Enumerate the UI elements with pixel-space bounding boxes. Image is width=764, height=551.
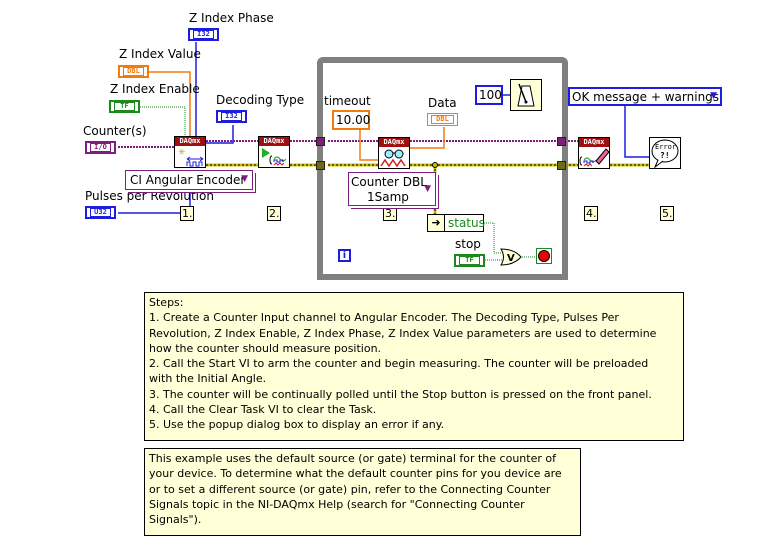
step-1-label: 1. [180, 206, 194, 221]
dropdown-arrow-icon: ▼ [241, 174, 248, 184]
wire-z-index-enable [140, 106, 186, 140]
stop-sign-icon [538, 250, 550, 262]
read-glasses-icon [380, 149, 406, 168]
svg-text:?!: ?! [660, 151, 670, 160]
svg-text:V: V [507, 253, 515, 264]
wire-decoding-type [204, 125, 234, 144]
simple-error-handler-vi[interactable]: Error ?! [649, 137, 681, 169]
create-channel-icon: ✳ [178, 148, 204, 167]
step-2-label: 2. [267, 206, 281, 221]
error-tunnel-out [557, 161, 566, 170]
wire-data [410, 127, 445, 149]
z-index-phase-control[interactable]: I32 [188, 28, 219, 41]
stop-control[interactable]: TF [454, 254, 485, 267]
z-index-enable-control[interactable]: TF [109, 100, 140, 113]
error-bubble-icon: Error ?! [651, 139, 679, 169]
start-task-icon [262, 148, 287, 166]
wait-ms-vi[interactable] [510, 79, 542, 111]
svg-text:Error: Error [655, 143, 676, 151]
daqmx-create-channel-vi[interactable]: DAQmx ✳ [174, 136, 206, 168]
stop-label: stop [455, 237, 481, 251]
decoding-type-label: Decoding Type [216, 93, 305, 107]
z-index-value-control[interactable]: DBL [118, 65, 149, 78]
data-label: Data [428, 96, 457, 110]
read-mode-selector[interactable]: Counter DBL 1Samp ▼ [348, 172, 436, 206]
z-index-enable-label: Z Index Enable [110, 82, 200, 96]
eraser-icon [579, 148, 610, 167]
step-5-label: 5. [660, 206, 674, 221]
daqmx-clear-task-vi[interactable]: DAQmx [578, 137, 610, 169]
daqmx-read-vi[interactable]: DAQmx [378, 137, 410, 169]
wait-ms-constant[interactable]: 100 [475, 85, 503, 105]
counters-control[interactable]: I/O [85, 141, 116, 154]
arrow-right-icon: ➜ [428, 215, 445, 231]
pulses-control[interactable]: U32 [85, 206, 116, 219]
decoding-type-control[interactable]: I32 [216, 110, 247, 123]
timeout-label: timeout [324, 94, 371, 108]
error-tunnel-in [316, 161, 325, 170]
note-comment: This example uses the default source (or… [144, 448, 581, 536]
svg-text:✳: ✳ [178, 148, 186, 158]
step-3-label: 3. [383, 206, 397, 221]
z-index-phase-label: Z Index Phase [189, 11, 274, 25]
timeout-constant[interactable]: 10.00 [332, 110, 370, 130]
status-unbundle[interactable]: ➜ status [427, 214, 485, 232]
wire-z-index-value [146, 71, 191, 140]
data-indicator[interactable]: DBL [427, 113, 458, 126]
iteration-terminal: i [338, 249, 351, 262]
task-tunnel-out [557, 137, 566, 146]
dropdown-arrow-icon: ▼ [424, 184, 431, 194]
metronome-icon [517, 83, 535, 107]
pulses-label: Pulses per Revolution [85, 189, 214, 203]
task-tunnel-in [316, 137, 325, 146]
counters-label: Counter(s) [83, 124, 147, 138]
z-index-value-label: Z Index Value [119, 47, 201, 61]
daqmx-start-task-vi[interactable]: DAQmx [258, 136, 290, 168]
loop-condition-terminal[interactable] [536, 248, 552, 264]
step-4-label: 4. [584, 206, 598, 221]
error-dialog-mode-selector[interactable]: OK message + warnings ▼ [568, 87, 722, 106]
wire-status [484, 222, 502, 254]
dropdown-arrow-icon: ▼ [710, 91, 717, 101]
or-gate[interactable]: V [500, 248, 522, 266]
channel-type-selector[interactable]: CI Angular Encoder ▼ [125, 170, 253, 190]
wire-error-mode [624, 105, 649, 158]
wire-timeout [359, 130, 378, 161]
steps-comment: Steps: 1. Create a Counter Input channel… [144, 292, 684, 441]
